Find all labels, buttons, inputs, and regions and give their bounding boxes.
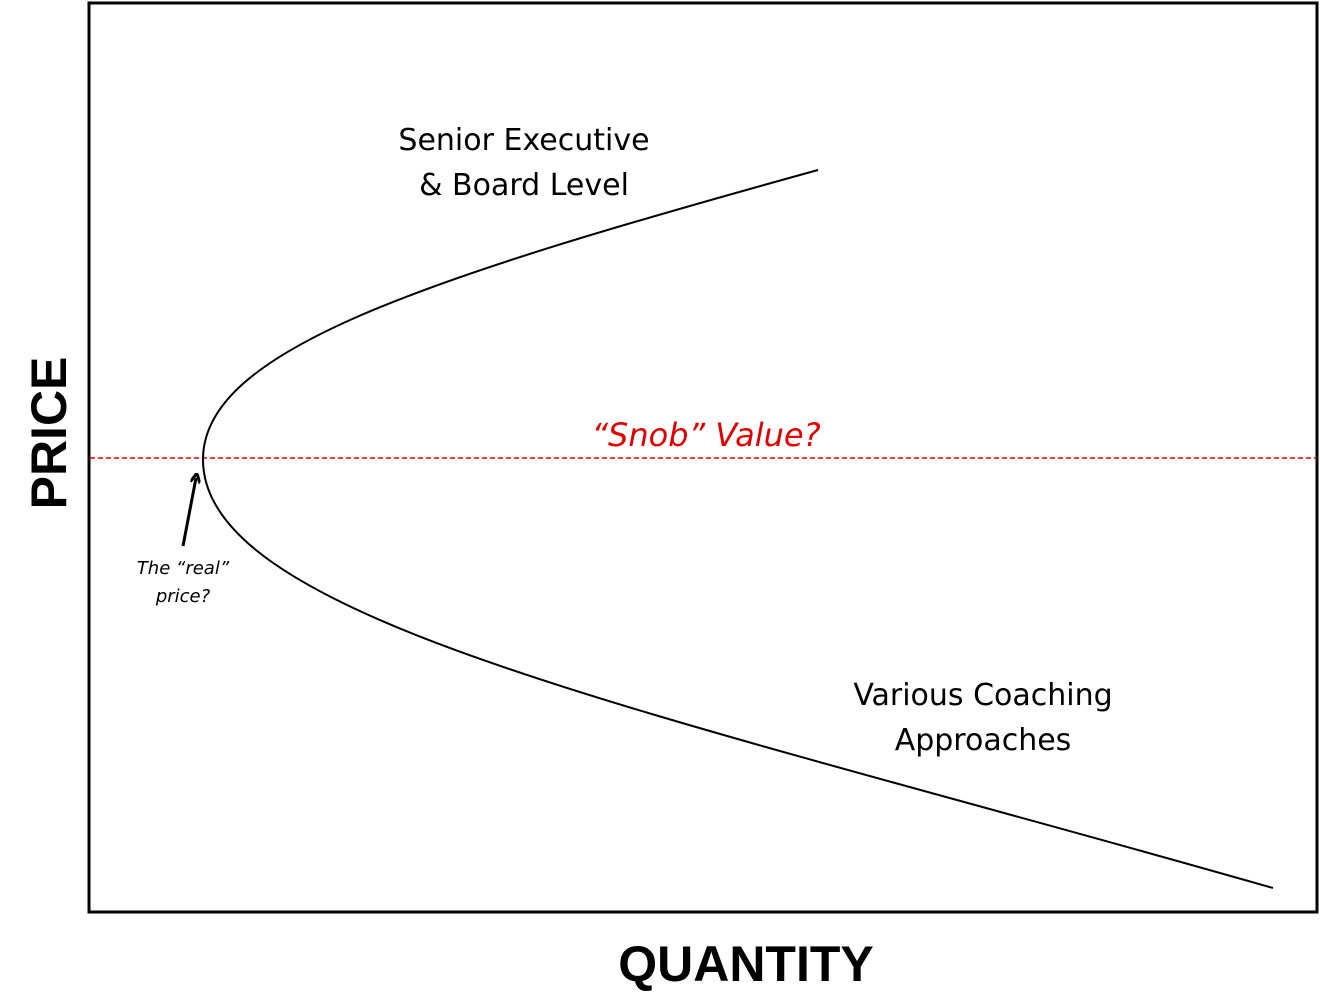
upper-curve-branch bbox=[202, 169, 819, 459]
x-axis-title: QUANTITY bbox=[618, 936, 874, 992]
upper-branch-label-line2: & Board Level bbox=[419, 168, 629, 203]
y-axis-title: PRICE bbox=[21, 357, 77, 510]
lower-branch-label-line2: Approaches bbox=[895, 723, 1072, 758]
plot-frame bbox=[87, 1, 1319, 914]
real-price-arrow bbox=[181, 478, 196, 547]
upper-branch-label-line1: Senior Executive bbox=[398, 123, 649, 158]
real-price-note-line1: The “real” bbox=[137, 558, 230, 579]
real-price-note-line2: price? bbox=[155, 586, 211, 607]
snob-value-label: “Snob” Value? bbox=[591, 416, 820, 454]
lower-branch-label-line1: Various Coaching bbox=[853, 678, 1112, 713]
lower-curve-branch bbox=[201, 457, 1274, 889]
